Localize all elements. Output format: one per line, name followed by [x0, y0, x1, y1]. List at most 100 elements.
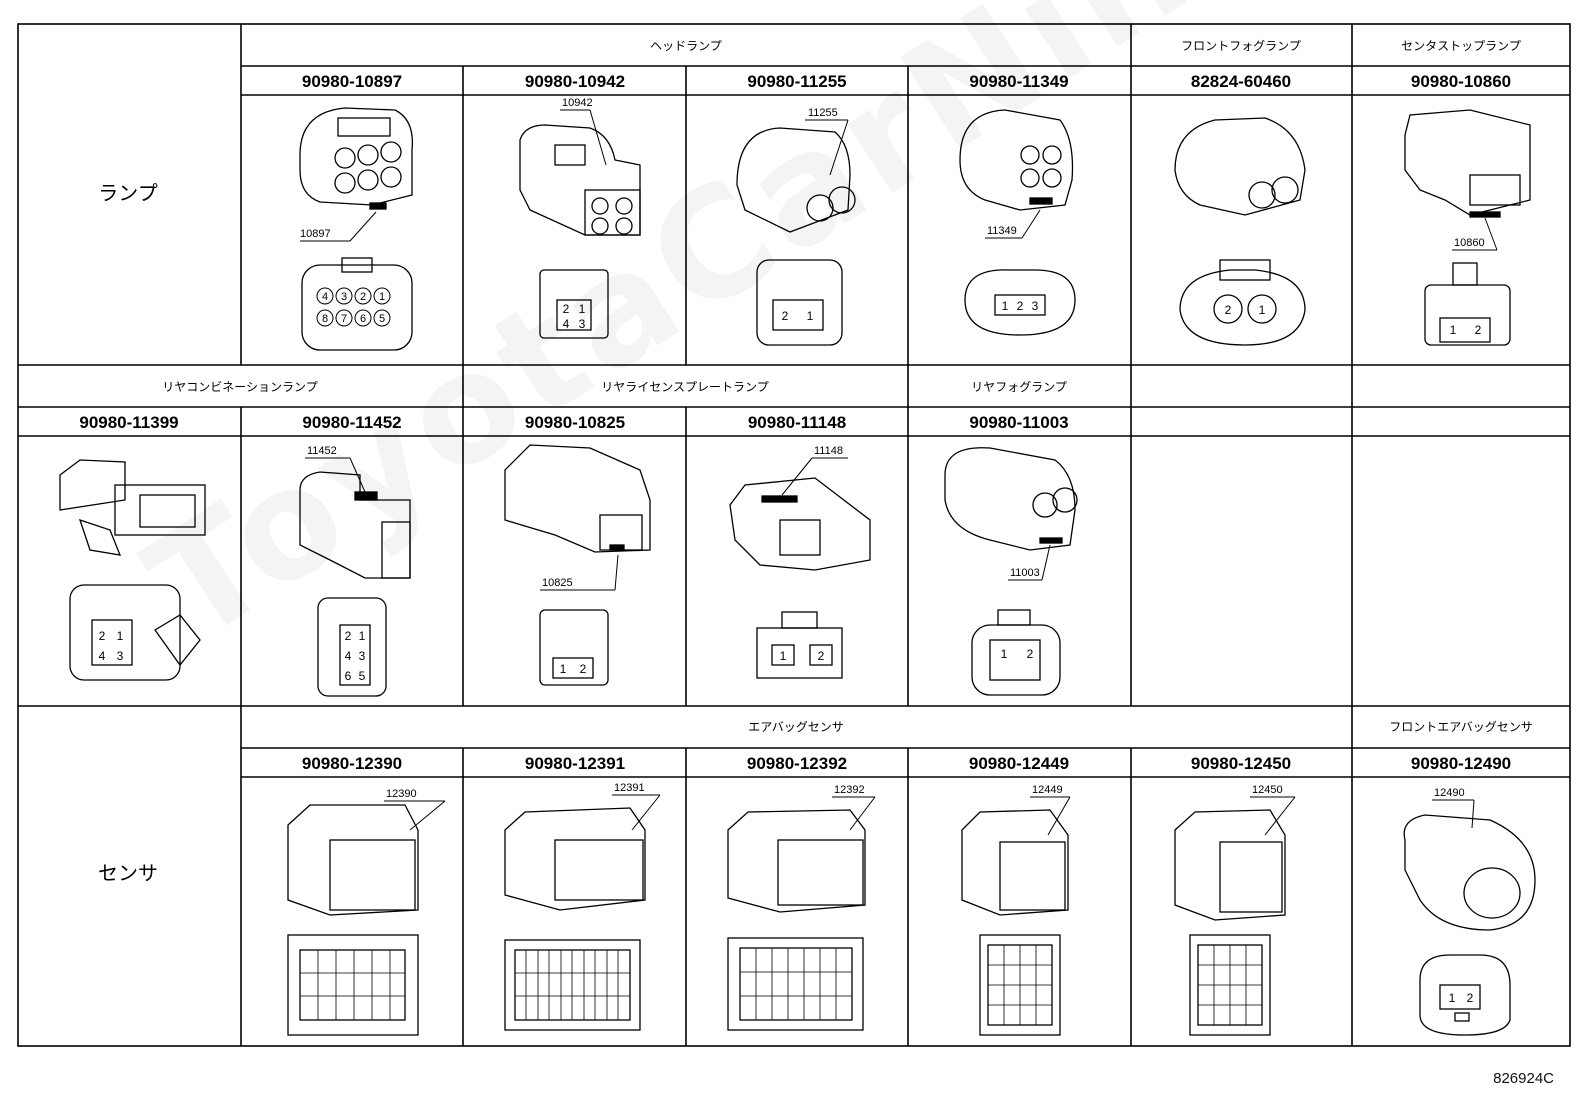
callout-label: 11349	[987, 225, 1017, 237]
pin-labels-11452: 2 1 4 3 6 5	[345, 629, 366, 683]
part-number: 90980-11349	[969, 72, 1068, 91]
svg-text:1: 1	[359, 629, 366, 643]
svg-text:2: 2	[1017, 299, 1024, 313]
pin-labels-row1: 2 1 4 3 2 1 1 2 3 2 1 1 2	[563, 299, 1482, 337]
svg-text:1: 1	[560, 662, 567, 676]
connector-12490-drawing	[1403, 814, 1536, 1036]
pin-labels-10825: 1 2	[560, 662, 587, 676]
pin-grid: 4 3 2 1 8 7 6 5	[316, 287, 391, 327]
part-number: 90980-10897	[302, 72, 402, 91]
callout-label: 11255	[808, 107, 838, 119]
svg-text:2: 2	[99, 629, 106, 643]
svg-text:2: 2	[360, 291, 366, 303]
document-id: 826924C	[1493, 1070, 1554, 1087]
svg-text:4: 4	[322, 291, 328, 303]
connector-12449-drawing	[961, 809, 1069, 1036]
svg-text:3: 3	[579, 317, 586, 331]
svg-text:8: 8	[322, 313, 328, 325]
connector-11452-drawing	[299, 471, 411, 697]
svg-text:3: 3	[341, 291, 347, 303]
callout-label: 10825	[542, 577, 573, 589]
header-front-airbag-sensor: フロントエアバッグセンサ	[1389, 720, 1533, 734]
svg-text:1: 1	[1259, 303, 1266, 317]
svg-text:3: 3	[1032, 299, 1039, 313]
svg-text:1: 1	[807, 309, 814, 323]
header-headlamp: ヘッドランプ	[650, 39, 722, 53]
svg-text:4: 4	[563, 317, 570, 331]
connector-11399-drawing	[59, 459, 206, 681]
table-grid	[17, 23, 1571, 1047]
part-number: 90980-11452	[302, 413, 401, 432]
connector-10942-drawing	[519, 124, 641, 339]
svg-text:6: 6	[345, 669, 352, 683]
part-number: 90980-10825	[525, 413, 625, 432]
header-rear-fog: リヤフォグランプ	[971, 380, 1067, 394]
connector-12390-drawing	[287, 804, 419, 1036]
svg-text:1: 1	[117, 629, 124, 643]
callout-label: 12391	[614, 782, 645, 794]
callout-label: 10897	[300, 228, 331, 240]
part-number: 82824-60460	[1191, 72, 1291, 91]
callout-label: 10942	[562, 97, 593, 109]
callout-label: 12450	[1252, 784, 1283, 796]
svg-text:1: 1	[379, 291, 385, 303]
svg-text:2: 2	[1467, 991, 1474, 1005]
connector-12392-drawing	[727, 809, 866, 1031]
part-number: 90980-11255	[747, 72, 846, 91]
category-sensor: センサ	[98, 863, 158, 885]
svg-text:5: 5	[359, 669, 366, 683]
part-number: 90980-12450	[1191, 754, 1291, 773]
svg-text:1: 1	[579, 302, 586, 316]
svg-text:1: 1	[1450, 323, 1457, 337]
svg-text:6: 6	[360, 313, 366, 325]
svg-text:1: 1	[1002, 299, 1009, 313]
pin-labels-12490: 1 2	[1449, 991, 1474, 1005]
connector-10860-drawing	[1404, 109, 1531, 346]
callout-label: 12390	[386, 788, 417, 800]
part-number: 90980-12449	[969, 754, 1069, 773]
callout-label: 11148	[814, 445, 843, 457]
svg-text:2: 2	[1225, 303, 1232, 317]
pin-labels-11399: 2 1 4 3	[99, 629, 124, 663]
callout-label: 10860	[1454, 237, 1485, 249]
callout-label: 12490	[1434, 787, 1465, 799]
part-number: 90980-11399	[79, 413, 178, 432]
svg-text:2: 2	[818, 649, 825, 663]
part-number: 90980-11003	[969, 413, 1068, 432]
connector-82824-60460-drawing	[1174, 117, 1306, 346]
part-number: 90980-11148	[748, 413, 846, 432]
header-center-stop: センタストップランプ	[1401, 39, 1521, 53]
connector-11003-drawing	[944, 447, 1078, 696]
svg-text:2: 2	[782, 309, 789, 323]
svg-text:1: 1	[780, 649, 787, 663]
connector-11148-drawing	[729, 477, 871, 679]
header-front-fog: フロントフォグランプ	[1181, 39, 1301, 53]
part-number: 90980-12490	[1411, 754, 1511, 773]
part-number: 90980-10860	[1411, 72, 1511, 91]
part-number: 90980-12392	[747, 754, 847, 773]
svg-text:2: 2	[580, 662, 587, 676]
header-license-plate: リヤライセンスプレートランプ	[601, 380, 768, 394]
part-number: 90980-12391	[525, 754, 625, 773]
connector-10825-drawing	[504, 444, 651, 686]
part-number: 90980-10942	[525, 72, 625, 91]
svg-text:4: 4	[99, 649, 106, 663]
pin-labels-11003: 1 2	[1001, 647, 1034, 661]
cell-grid-decor	[300, 945, 1262, 1025]
svg-text:7: 7	[341, 313, 347, 325]
svg-text:1: 1	[1449, 991, 1456, 1005]
svg-text:2: 2	[1027, 647, 1034, 661]
callout-label: 11452	[307, 445, 337, 457]
callout-label: 12449	[1032, 784, 1063, 796]
svg-text:4: 4	[345, 649, 352, 663]
pin-labels-11148: 1 2	[780, 649, 825, 663]
connector-11349-drawing	[959, 109, 1076, 336]
callout-label: 12392	[834, 784, 865, 796]
connector-11255-drawing	[736, 127, 856, 346]
svg-text:1: 1	[1001, 647, 1008, 661]
connector-12391-drawing	[504, 807, 646, 1031]
svg-text:2: 2	[345, 629, 352, 643]
svg-text:2: 2	[1475, 323, 1482, 337]
callout-label: 11003	[1010, 567, 1040, 579]
